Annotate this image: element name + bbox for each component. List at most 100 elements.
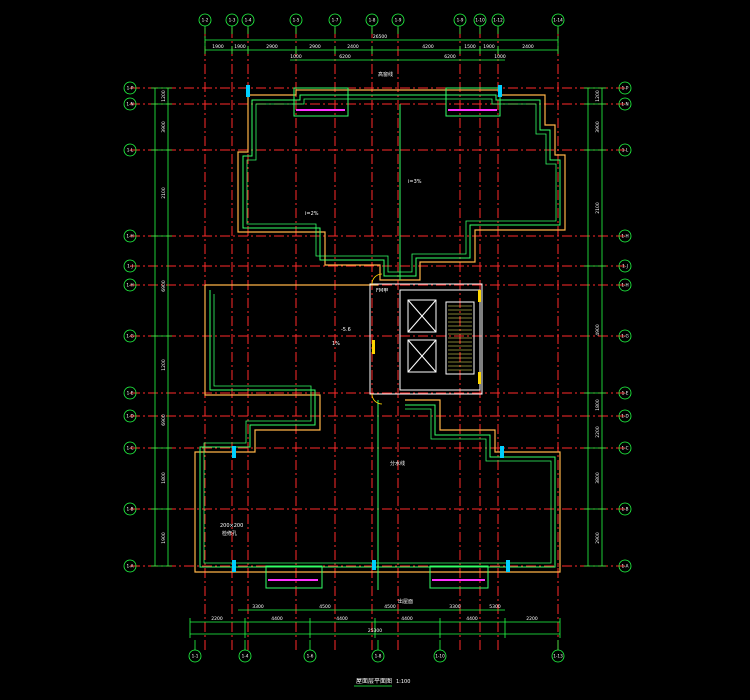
dimension-text: 1200	[161, 90, 167, 102]
balcony-lines	[265, 87, 501, 590]
axis-bubbles-right: 1-P1-N1-L1-H1-J1-H1-G1-E1-D1-C1-B1-A	[618, 81, 632, 573]
dimension-text: 4400	[466, 616, 478, 622]
axis-bubble	[123, 229, 137, 243]
dimension-text: 2900	[266, 44, 278, 50]
axis-bubble-label: 1-H	[621, 234, 628, 239]
axis-bubble-label: 1-9	[457, 18, 464, 23]
axis-bubble	[123, 386, 137, 400]
axis-bubble-label: 1-C	[126, 446, 133, 451]
building-outline-inner-2	[203, 98, 557, 564]
dimension-text: 2100	[161, 187, 167, 199]
dimension-text: 2200	[595, 426, 601, 438]
axis-bubble-label: 1-8	[369, 18, 376, 23]
note-fire-door: FM甲	[376, 288, 388, 294]
axis-bubble-label: 1-8	[375, 654, 382, 659]
annotations: 高窗线 i=3% i=2% 分水线 200×200 检修孔 -5.6 1% FM…	[220, 71, 422, 605]
dimension-text: 2900	[595, 532, 601, 544]
note-high-window: 高窗线	[378, 71, 393, 78]
dimension-text: 6200	[339, 54, 351, 60]
axis-bubble-label: 1-N	[621, 102, 628, 107]
core-wall-inner	[399, 289, 481, 391]
axis-bubble-label: 1-B	[127, 507, 134, 512]
dimension-text: 6200	[444, 54, 456, 60]
dimension-text: 1900	[212, 44, 224, 50]
dimension-text: 3900	[161, 121, 167, 133]
dimension-text: 1900	[483, 44, 495, 50]
axis-bubble-label: 1-4	[245, 18, 252, 23]
axis-bubble	[123, 441, 137, 455]
axis-bubble-label: 1-13	[553, 654, 563, 659]
axis-bubble-label: 1-N	[126, 102, 133, 107]
balcony-box	[445, 87, 501, 117]
axis-bubble	[618, 81, 632, 95]
dimension-lines	[151, 36, 606, 638]
dimension-text: 26500	[373, 34, 387, 40]
dimension-text: 6900	[161, 414, 167, 426]
axis-bubble	[618, 97, 632, 111]
dimension-text: 25300	[368, 628, 382, 634]
axis-bubble-label: 1-14	[553, 18, 563, 23]
door-arc	[371, 393, 383, 405]
note-elevation: -5.6	[341, 327, 351, 333]
columns	[232, 85, 510, 572]
dimension-text: 4900	[595, 324, 601, 336]
balcony-box	[429, 565, 489, 589]
axis-bubble	[123, 143, 137, 157]
dimension-text: 4500	[384, 604, 396, 610]
glass-lines	[268, 109, 497, 581]
axis-bubble	[123, 502, 137, 516]
column	[372, 560, 376, 570]
axis-bubble	[618, 559, 632, 573]
axis-bubble-label: 1-P	[622, 86, 629, 91]
dimension-text: 5300	[489, 604, 501, 610]
axis-bubble-label: 1-L	[622, 148, 629, 153]
elevator-shaft	[407, 299, 437, 333]
door-leaf	[478, 372, 481, 384]
dimension-text: 1900	[161, 532, 167, 544]
axis-bubble	[618, 278, 632, 292]
dimension-text: 4400	[271, 616, 283, 622]
dimension-text: 1800	[161, 472, 167, 484]
note-roof-exit: 出屋面	[398, 598, 413, 605]
axis-bubble-label: 1-B	[622, 507, 629, 512]
dimension-text: 2900	[309, 44, 321, 50]
column	[498, 85, 502, 97]
axis-bubble-label: 1-A	[127, 564, 134, 569]
axis-bubble-label: 1-10	[475, 18, 485, 23]
axis-bubble-label: 1-9	[395, 18, 402, 23]
balcony-box	[265, 565, 323, 589]
axis-bubble-label: 1-H	[126, 234, 133, 239]
axis-bubble-label: 1-G	[126, 334, 134, 339]
dimension-text: 1500	[464, 44, 476, 50]
dimension-text: 1800	[595, 399, 601, 411]
balcony-box	[293, 87, 349, 117]
axis-bubble-label: 1-P	[127, 86, 134, 91]
axis-bubble	[123, 278, 137, 292]
dimension-text: 4500	[319, 604, 331, 610]
axis-bubble	[618, 386, 632, 400]
axis-bubble	[618, 409, 632, 423]
axis-bubble-label: 1-L	[127, 148, 134, 153]
axis-bubble-label: 1-5	[293, 18, 300, 23]
note-slope-b: i=3%	[408, 179, 422, 185]
axis-bubble	[123, 97, 137, 111]
note-slope-h: 1%	[332, 341, 340, 347]
axis-bubble	[618, 143, 632, 157]
elevator-x	[407, 299, 437, 333]
axis-bubble-label: 1-E	[622, 391, 629, 396]
drawing-title: 屋面层平面图	[356, 678, 392, 685]
axis-bubble	[618, 229, 632, 243]
dimension-text: 4400	[336, 616, 348, 622]
axis-bubble-label: 1-G	[621, 334, 629, 339]
axis-bubble-label: 1-2	[202, 18, 209, 23]
doors	[372, 290, 481, 384]
stair-box	[445, 301, 475, 375]
axis-bubbles-left: 1-P1-N1-L1-H1-J1-H1-G1-E1-D1-C1-B1-A	[123, 81, 137, 573]
building-outline-outer	[194, 89, 566, 573]
door-leaf	[372, 340, 375, 354]
stair-steps	[448, 305, 472, 371]
door-leaf	[478, 290, 481, 302]
stair-elevator-core	[369, 283, 483, 395]
note-slope-c: i=2%	[305, 211, 319, 217]
